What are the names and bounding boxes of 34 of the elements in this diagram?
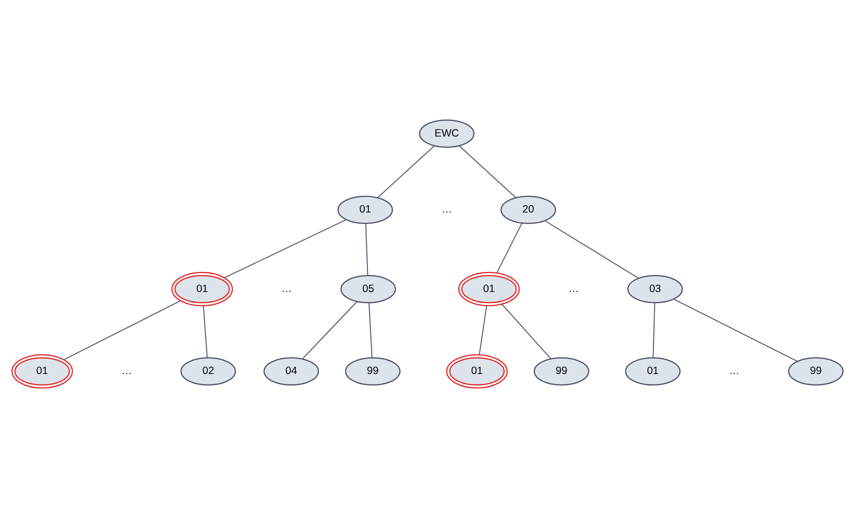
connector — [365, 222, 368, 276]
node-ellipse: 99 — [534, 357, 590, 386]
node-ellipse: 02 — [180, 357, 236, 386]
node-ellipse: 20 — [500, 196, 556, 224]
connector — [544, 220, 639, 279]
node-ellipse: 01 — [338, 196, 393, 224]
connector — [458, 145, 516, 198]
connector — [302, 301, 358, 360]
label: … — [441, 204, 452, 216]
connector — [368, 302, 373, 358]
node-ellipse: 01 — [625, 357, 681, 386]
connector — [224, 219, 347, 278]
connector — [673, 298, 798, 362]
connector — [496, 222, 522, 274]
node-ellipse: 01 — [171, 272, 233, 306]
label: … — [568, 282, 579, 295]
connector — [377, 145, 435, 198]
connector — [501, 304, 552, 360]
node-ellipse: 05 — [340, 274, 396, 304]
connector — [652, 302, 656, 358]
node-ellipse: 99 — [788, 357, 844, 386]
node-ellipse: 01 — [446, 354, 508, 389]
label: … — [121, 365, 132, 378]
node-ellipse: 01 — [458, 272, 520, 306]
label: … — [281, 282, 292, 295]
node-ellipse: 04 — [264, 357, 319, 386]
connector — [478, 305, 488, 356]
connector — [202, 305, 208, 358]
label: … — [729, 365, 740, 378]
node-ellipse: 03 — [627, 274, 683, 304]
node-ellipse: 01 — [11, 354, 73, 389]
node-ellipse: EWC — [419, 119, 474, 148]
connector — [63, 300, 182, 360]
node-ellipse: 99 — [345, 357, 401, 386]
